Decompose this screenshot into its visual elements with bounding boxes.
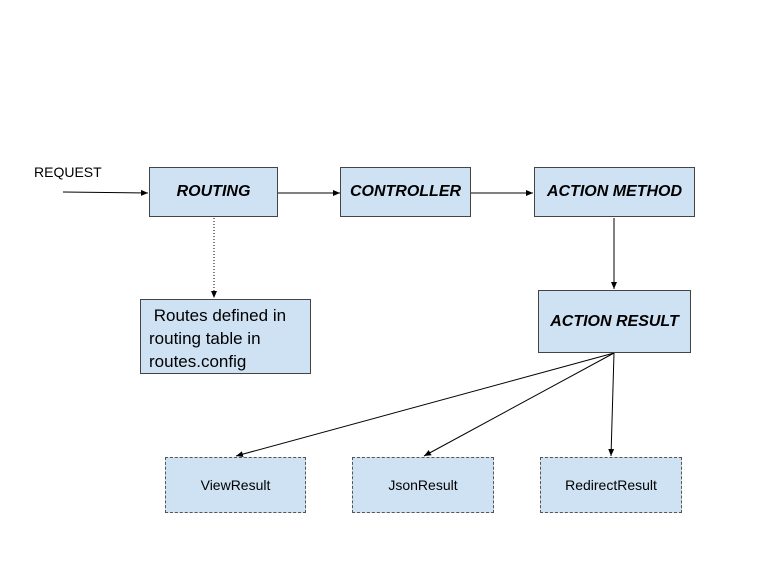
request-label: REQUEST	[34, 164, 102, 180]
routing-node: ROUTING	[149, 167, 278, 217]
edge-action-result-to-json-result	[423, 352, 615, 457]
action-method-node: ACTION METHOD	[534, 167, 695, 217]
edge-request-to-routing	[62, 189, 149, 196]
edge-action-result-to-redirect-result	[608, 352, 615, 457]
redirect-result-node: RedirectResult	[540, 457, 682, 513]
view-result-node: ViewResult	[165, 457, 306, 513]
json-result-node: JsonResult	[352, 457, 494, 513]
routes-note: Routes defined in routing table in route…	[140, 299, 311, 374]
controller-node: CONTROLLER	[340, 167, 471, 217]
action-result-node: ACTION RESULT	[538, 290, 691, 353]
edge-action-result-to-view-result	[235, 352, 615, 458]
